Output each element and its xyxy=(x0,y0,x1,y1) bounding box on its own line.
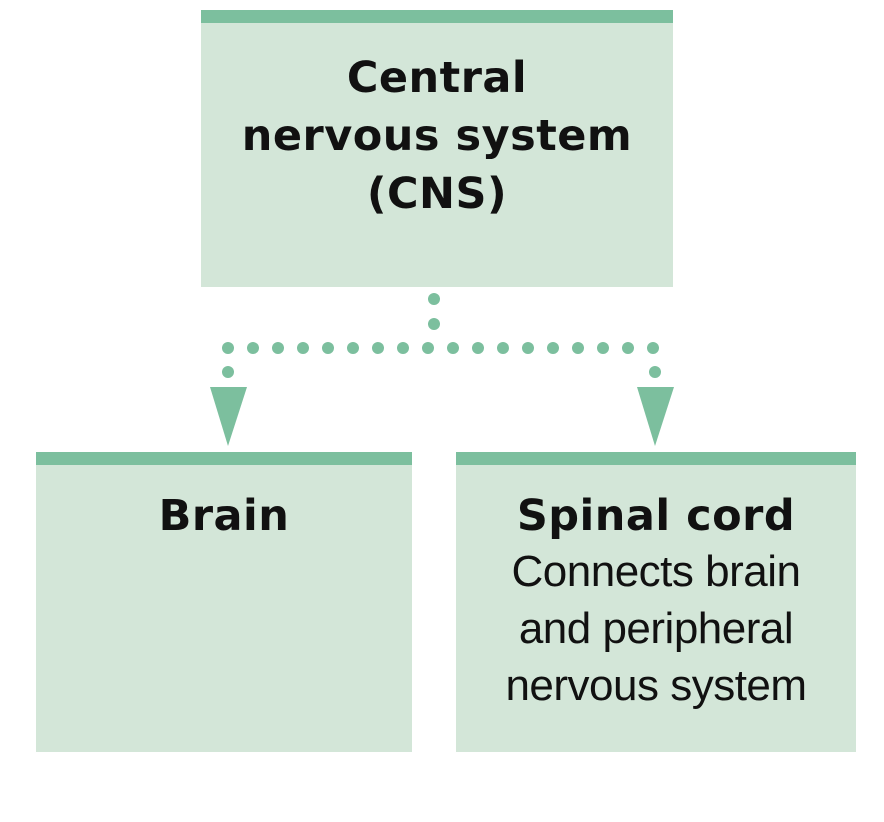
connector-dot xyxy=(272,342,284,354)
connector-dot xyxy=(572,342,584,354)
spinal-cord-description-line: Connects brain xyxy=(511,547,801,596)
connector-dot xyxy=(622,342,634,354)
brain-box: Brain xyxy=(36,452,412,752)
cns-box: Central nervous system (CNS) xyxy=(201,10,673,287)
connector-dot xyxy=(297,342,309,354)
connector-dot xyxy=(597,342,609,354)
connector-dot xyxy=(649,366,661,378)
connector-dot xyxy=(372,342,384,354)
connector-dot xyxy=(428,318,440,330)
spinal-cord-box: Spinal cord Connects brain and periphera… xyxy=(456,452,856,752)
connector-dot xyxy=(247,342,259,354)
connector-dot xyxy=(522,342,534,354)
connector-dot xyxy=(497,342,509,354)
connector-dot xyxy=(547,342,559,354)
cns-branch-connector xyxy=(222,293,661,378)
connector-dot xyxy=(472,342,484,354)
connector-dot xyxy=(428,293,440,305)
cns-title-line: (CNS) xyxy=(366,169,508,219)
connector-dot xyxy=(347,342,359,354)
spinal-cord-description-line: and peripheral xyxy=(518,604,794,653)
connector-dot xyxy=(322,342,334,354)
arrow-to-spinal-cord xyxy=(637,387,674,446)
cns-title-line: nervous system xyxy=(241,111,633,161)
connector-dot xyxy=(222,366,234,378)
connector-dot xyxy=(647,342,659,354)
cns-title-line: Central xyxy=(346,53,528,103)
connector-dot xyxy=(422,342,434,354)
cns-title: Central nervous system (CNS) xyxy=(201,23,673,223)
connector-dot xyxy=(447,342,459,354)
spinal-cord-description: Connects brain and peripheral nervous sy… xyxy=(456,543,856,714)
arrow-to-brain xyxy=(210,387,247,446)
connector-dot xyxy=(222,342,234,354)
connector-dot xyxy=(397,342,409,354)
spinal-cord-title: Spinal cord xyxy=(516,491,796,541)
brain-title: Brain xyxy=(158,491,290,541)
spinal-cord-description-line: nervous system xyxy=(505,661,807,710)
